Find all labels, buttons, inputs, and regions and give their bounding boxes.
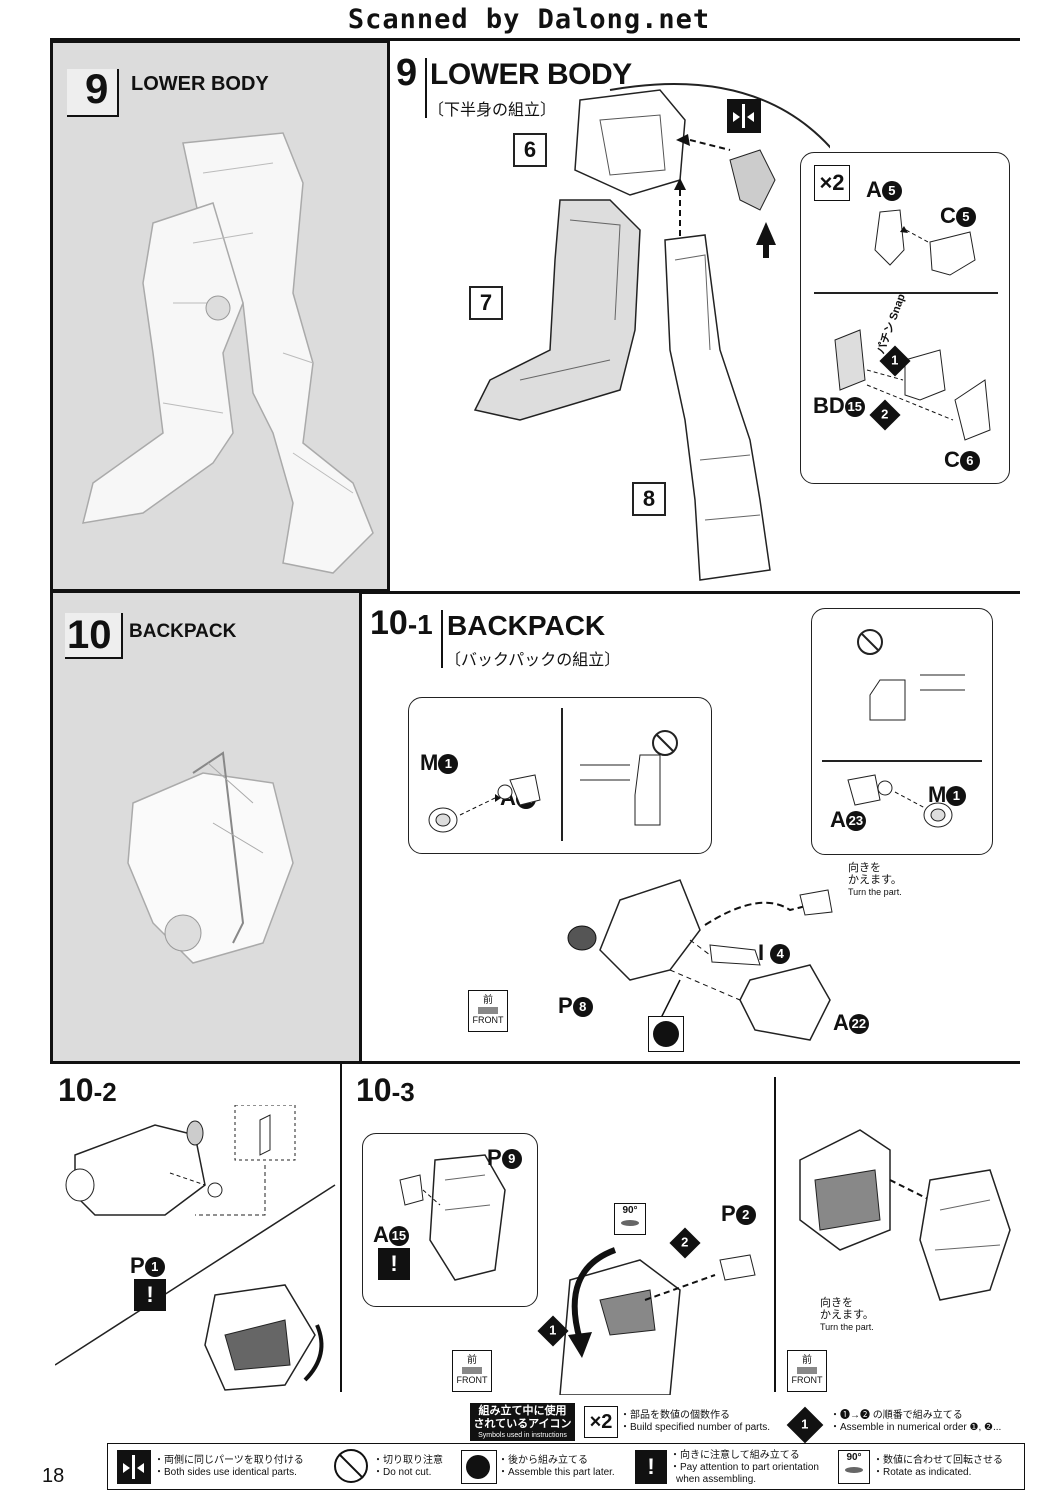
- turn-part-note-10-1: 向きをかえます。Turn the part.: [848, 862, 902, 897]
- step9-title: LOWER BODY: [430, 58, 632, 91]
- rule-10-vert: [340, 1062, 342, 1392]
- legend-no-cut-text: ・切り取り注意・Do not cut.: [373, 1455, 443, 1478]
- legend-assemble-later-icon: [461, 1450, 497, 1484]
- both-sides-icon: [727, 99, 761, 133]
- x2-icon: ×2: [814, 165, 850, 201]
- legend-title: 組み立て中に使用 されているアイコン Symbols used in instr…: [470, 1403, 575, 1441]
- legend-both-sides-text: ・両側に同じパーツを取り付ける・Both sides use identical…: [154, 1455, 304, 1478]
- assemble-later-icon: [648, 1016, 684, 1052]
- step10-3-rotate-diagram: [559, 1247, 756, 1395]
- orientation-caution-icon-10-3: !: [378, 1248, 410, 1280]
- turn-part-note-10-3: 向きをかえます。Turn the part.: [820, 1297, 874, 1332]
- lower-body-assembly-diagram: [473, 83, 830, 581]
- bd15-c6-illustration: [834, 329, 991, 441]
- front-icon-10-1: 前 FRONT: [468, 990, 508, 1032]
- backpack-assembly-diagram: [567, 879, 833, 1041]
- rule-10: [50, 1061, 1020, 1064]
- legend-order-text: ・❶→❷ の順番で組み立てる・Assemble in numerical ord…: [830, 1410, 1002, 1433]
- step10-1-number: 10-1: [370, 604, 433, 642]
- rule-10-3-vert: [774, 1077, 776, 1392]
- legend-both-sides-icon: [117, 1450, 151, 1484]
- step10-3-order-2: 2: [669, 1227, 701, 1259]
- p9-a15-illustration: [399, 1154, 506, 1281]
- no-cut-illustration-a: [580, 730, 678, 826]
- callout-8: 8: [632, 482, 666, 516]
- step9-order-1: 1: [879, 345, 911, 377]
- no-cut-illustration-b: [857, 629, 965, 721]
- step10-thumb-panel: 10 BACKPACK: [50, 593, 362, 1063]
- backpack-right-callout: [811, 608, 993, 855]
- legend-rotate-icon: 90°: [838, 1450, 870, 1484]
- step10-3-final-diagram: [799, 1129, 1011, 1301]
- a5-c5-illustration: [874, 209, 976, 276]
- step9-subtitle: 〔下半身の組立〕: [428, 102, 557, 119]
- m1-a24-illustration: [428, 774, 541, 833]
- orientation-caution-icon-10-2: !: [134, 1279, 166, 1311]
- front-icon-10-3b: 前 FRONT: [787, 1350, 827, 1392]
- step9-thumb-panel: 9 LOWER BODY: [50, 40, 390, 592]
- top-rule: [50, 38, 1020, 41]
- callout-6: 6: [513, 133, 547, 167]
- backpack-illustration: [127, 751, 294, 964]
- step10-2-number: 10-2: [58, 1072, 117, 1108]
- backpack-left-callout: [408, 697, 712, 854]
- legend-orientation-icon: !: [635, 1450, 667, 1484]
- legend-order-icon: 1: [786, 1406, 824, 1444]
- step9-number: 9: [396, 52, 418, 94]
- lower-body-illustration: [81, 132, 374, 574]
- step9-main-panel: [387, 40, 1020, 592]
- part-i4: I 4: [758, 940, 791, 966]
- a23-m1-illustration: [847, 774, 953, 828]
- step9-thumb-title: LOWER BODY: [131, 73, 269, 95]
- step10-3-number: 10-3: [356, 1072, 415, 1108]
- step9-thumb-number: 9: [85, 65, 109, 112]
- scanner-credit: Scanned by Dalong.net: [347, 4, 711, 35]
- step10-3-order-1: 1: [537, 1315, 569, 1347]
- step10-1-title: BACKPACK: [447, 610, 606, 641]
- page-number: 18: [42, 1465, 65, 1487]
- legend-assemble-later-text: ・後から組み立てる・Assemble this part later.: [498, 1455, 615, 1478]
- step10-thumb-number: 10: [67, 613, 112, 657]
- front-icon-10-3a: 前 FRONT: [452, 1350, 492, 1392]
- rotate-90-icon: 90°: [614, 1203, 646, 1235]
- callout-7: 7: [469, 286, 503, 320]
- legend-x2-text: ・部品を数値の個数作る・Build specified number of pa…: [620, 1410, 771, 1433]
- step10-1-subtitle: 〔バックパックの組立〕: [445, 652, 621, 669]
- legend-x2-icon: ×2: [584, 1406, 618, 1438]
- legend-no-cut-icon: [334, 1449, 368, 1483]
- legend-orientation-text: ・向きに注意して組み立てる・Pay attention to part orie…: [670, 1450, 819, 1485]
- step9-order-2: 2: [869, 399, 901, 431]
- step10-thumb-title: BACKPACK: [129, 621, 237, 642]
- legend-rotate-text: ・数値に合わせて回転させる・Rotate as indicated.: [873, 1455, 1003, 1478]
- rule-9-10: [50, 591, 1020, 594]
- legend-row: [107, 1443, 1025, 1490]
- step10-2-diagram: [55, 1105, 336, 1391]
